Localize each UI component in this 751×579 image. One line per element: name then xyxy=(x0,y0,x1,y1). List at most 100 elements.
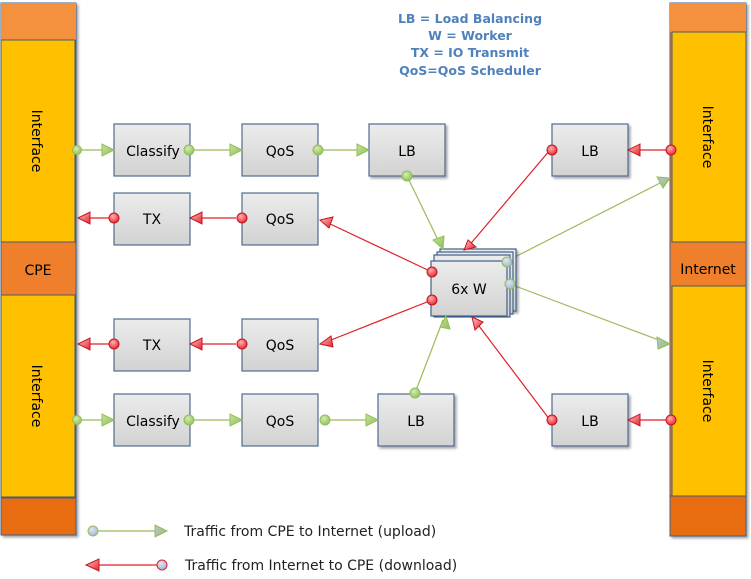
connections xyxy=(76,149,670,421)
qos-download-box-top-label: QoS xyxy=(266,212,295,228)
boxes: Classify QoS LB TX QoS TX QoS Classify Q… xyxy=(113,123,629,447)
dot-qos-top-out xyxy=(312,144,324,156)
legend-upload: Traffic from CPE to Internet (upload) xyxy=(87,524,436,540)
legend-upload-dot-icon xyxy=(87,525,99,537)
qos-download-box-top[interactable] xyxy=(241,192,319,246)
lb-upload-box-top-label: LB xyxy=(398,144,415,160)
arrow-into-qos-bottom xyxy=(229,413,244,427)
dot-workers-upload-top xyxy=(501,256,513,268)
internet-label: Internet xyxy=(680,262,736,278)
qos-upload-box-top-label: QoS xyxy=(266,144,295,160)
dot-workers-upload-bottom xyxy=(504,278,516,290)
arrow-into-lb-download-bottom xyxy=(626,413,641,427)
internet-interface-top-label: Interface xyxy=(699,106,715,169)
dot-qos-download-top-out xyxy=(236,212,248,224)
link-workers-to-internet-top xyxy=(506,180,665,262)
classify-box-top[interactable] xyxy=(113,123,191,177)
cpe-interface-bottom[interactable] xyxy=(0,294,76,498)
arrow-into-internet-top xyxy=(656,176,671,189)
dot-qos-bottom-out xyxy=(319,414,331,426)
arrow-into-lb-download-top xyxy=(626,143,641,157)
arrow-into-qos-download-bottom xyxy=(318,335,334,348)
key-line-qos: QoS=QoS Scheduler xyxy=(399,63,542,78)
lb-upload-box-top[interactable] xyxy=(368,123,446,177)
dot-internet-top-out xyxy=(665,144,677,156)
arrow-into-workers-from-lb-bottom xyxy=(439,314,451,330)
cpe-rail: Interface CPE Interface xyxy=(0,2,77,536)
legend-download-dot-icon xyxy=(156,559,168,571)
qos-download-box-bottom-label: QoS xyxy=(266,338,295,354)
abbreviation-key: LB = Load Balancing W = Worker TX = IO T… xyxy=(398,11,542,78)
cpe-interface-top[interactable] xyxy=(0,39,76,243)
arrow-into-tx-bottom xyxy=(188,337,203,351)
cpe-rail-top-cap xyxy=(1,3,76,40)
dot-internet-bottom-out xyxy=(665,414,677,426)
link-lb-bottom-to-workers xyxy=(414,319,444,394)
arrow-into-lb-top xyxy=(356,143,371,157)
dot-lb-top-out xyxy=(401,170,413,182)
internet-rail-bottom-cap xyxy=(669,495,747,537)
connection-dots xyxy=(72,144,677,426)
dot-tx-top-out xyxy=(108,212,120,224)
legend: Traffic from CPE to Internet (upload) Tr… xyxy=(84,524,457,574)
cpe-interface-top-label: Interface xyxy=(28,110,44,173)
key-line-tx: TX = IO Transmit xyxy=(411,45,529,60)
link-workers-to-internet-bottom xyxy=(509,283,665,343)
key-line-w: W = Worker xyxy=(428,28,513,43)
arrow-into-cpe-bottom xyxy=(76,337,91,351)
tx-box-top-label: TX xyxy=(142,212,162,228)
legend-upload-label: Traffic from CPE to Internet (upload) xyxy=(183,524,436,540)
link-lb-bottom-to-workers-download xyxy=(475,321,551,421)
cpe-label: CPE xyxy=(24,263,51,279)
dot-lb-download-top-out xyxy=(546,144,558,156)
tx-box-top[interactable] xyxy=(113,192,191,246)
legend-download: Traffic from Internet to CPE (download) xyxy=(84,558,457,574)
internet-rail: Interface Internet Interface xyxy=(669,2,747,537)
qos-upload-box-bottom-label: QoS xyxy=(266,414,295,430)
dot-qos-download-bottom-out xyxy=(236,338,248,350)
arrow-into-classify-top xyxy=(101,143,116,157)
arrow-into-workers-from-lb-top xyxy=(432,235,445,251)
internet-interface-bottom-label: Interface xyxy=(699,360,715,423)
cpe-interface-bottom-label: Interface xyxy=(28,365,44,428)
classify-box-bottom-label: Classify xyxy=(126,414,180,430)
lb-upload-box-bottom-label: LB xyxy=(407,414,424,430)
dot-classify-top-out xyxy=(183,144,195,156)
dot-cpe-bottom-out xyxy=(72,415,82,425)
arrow-into-internet-bottom xyxy=(656,336,672,350)
dot-tx-bottom-out xyxy=(108,338,120,350)
tx-box-bottom[interactable] xyxy=(113,318,191,372)
dot-classify-bottom-out xyxy=(183,414,195,426)
qos-upload-box-bottom[interactable] xyxy=(241,393,319,447)
workers-label: 6x W xyxy=(451,282,487,298)
arrow-into-qos-download-top xyxy=(318,216,334,229)
dot-workers-download-bottom xyxy=(426,294,438,306)
link-lb-top-to-workers-download xyxy=(466,149,551,249)
lb-download-box-top[interactable] xyxy=(551,123,629,177)
arrow-into-classify-bottom xyxy=(101,413,116,427)
link-lb-top-to-workers xyxy=(406,175,441,245)
link-workers-to-qos-bottom xyxy=(325,299,433,343)
dot-cpe-top-out xyxy=(72,145,82,155)
legend-download-label: Traffic from Internet to CPE (download) xyxy=(184,558,457,574)
internet-rail-top-cap xyxy=(670,3,746,32)
worker-card-front xyxy=(430,260,508,317)
dot-lb-bottom-out xyxy=(409,387,421,399)
key-line-lb: LB = Load Balancing xyxy=(398,11,542,26)
link-workers-to-qos-top xyxy=(325,221,433,273)
lb-download-box-top-label: LB xyxy=(581,144,598,160)
internet-interface-top[interactable] xyxy=(671,31,747,243)
dot-lb-download-bottom-out xyxy=(546,414,558,426)
tx-box-bottom-label: TX xyxy=(142,338,162,354)
arrow-into-cpe-top xyxy=(76,211,91,225)
internet-interface-bottom[interactable] xyxy=(671,285,747,497)
lb-upload-box-bottom[interactable] xyxy=(377,393,455,447)
cpe-rail-bottom-cap xyxy=(0,497,77,536)
legend-download-arrow-icon xyxy=(84,558,100,572)
dot-workers-download-top xyxy=(426,266,438,278)
qos-download-box-bottom[interactable] xyxy=(241,318,319,372)
arrow-into-qos-top xyxy=(229,143,244,157)
legend-upload-arrow-icon xyxy=(154,524,169,538)
classify-box-bottom[interactable] xyxy=(113,393,191,447)
